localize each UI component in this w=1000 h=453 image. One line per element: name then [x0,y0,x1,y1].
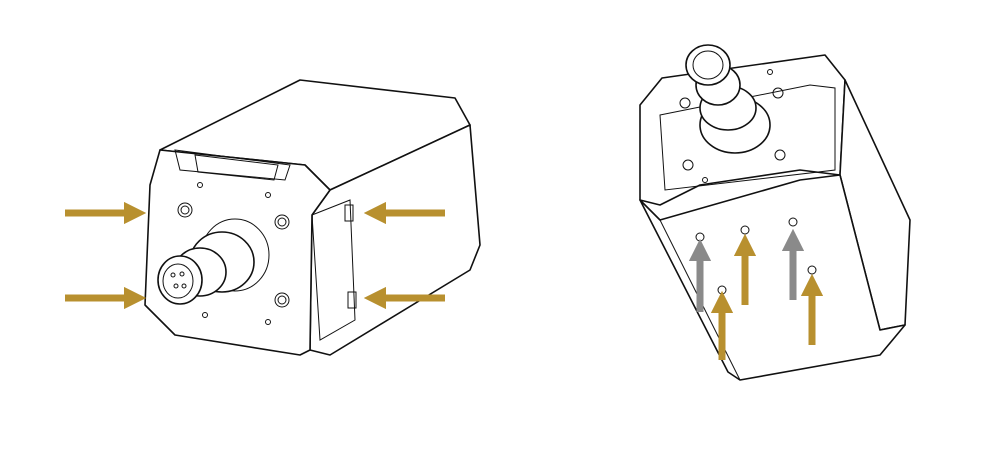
device-front-view [144,79,481,356]
connector [685,44,771,154]
connector [157,218,270,305]
device-bottom-face [639,174,906,381]
device-bottom-view [639,44,911,381]
mount-slot [344,204,354,222]
mount-slot [347,291,357,309]
